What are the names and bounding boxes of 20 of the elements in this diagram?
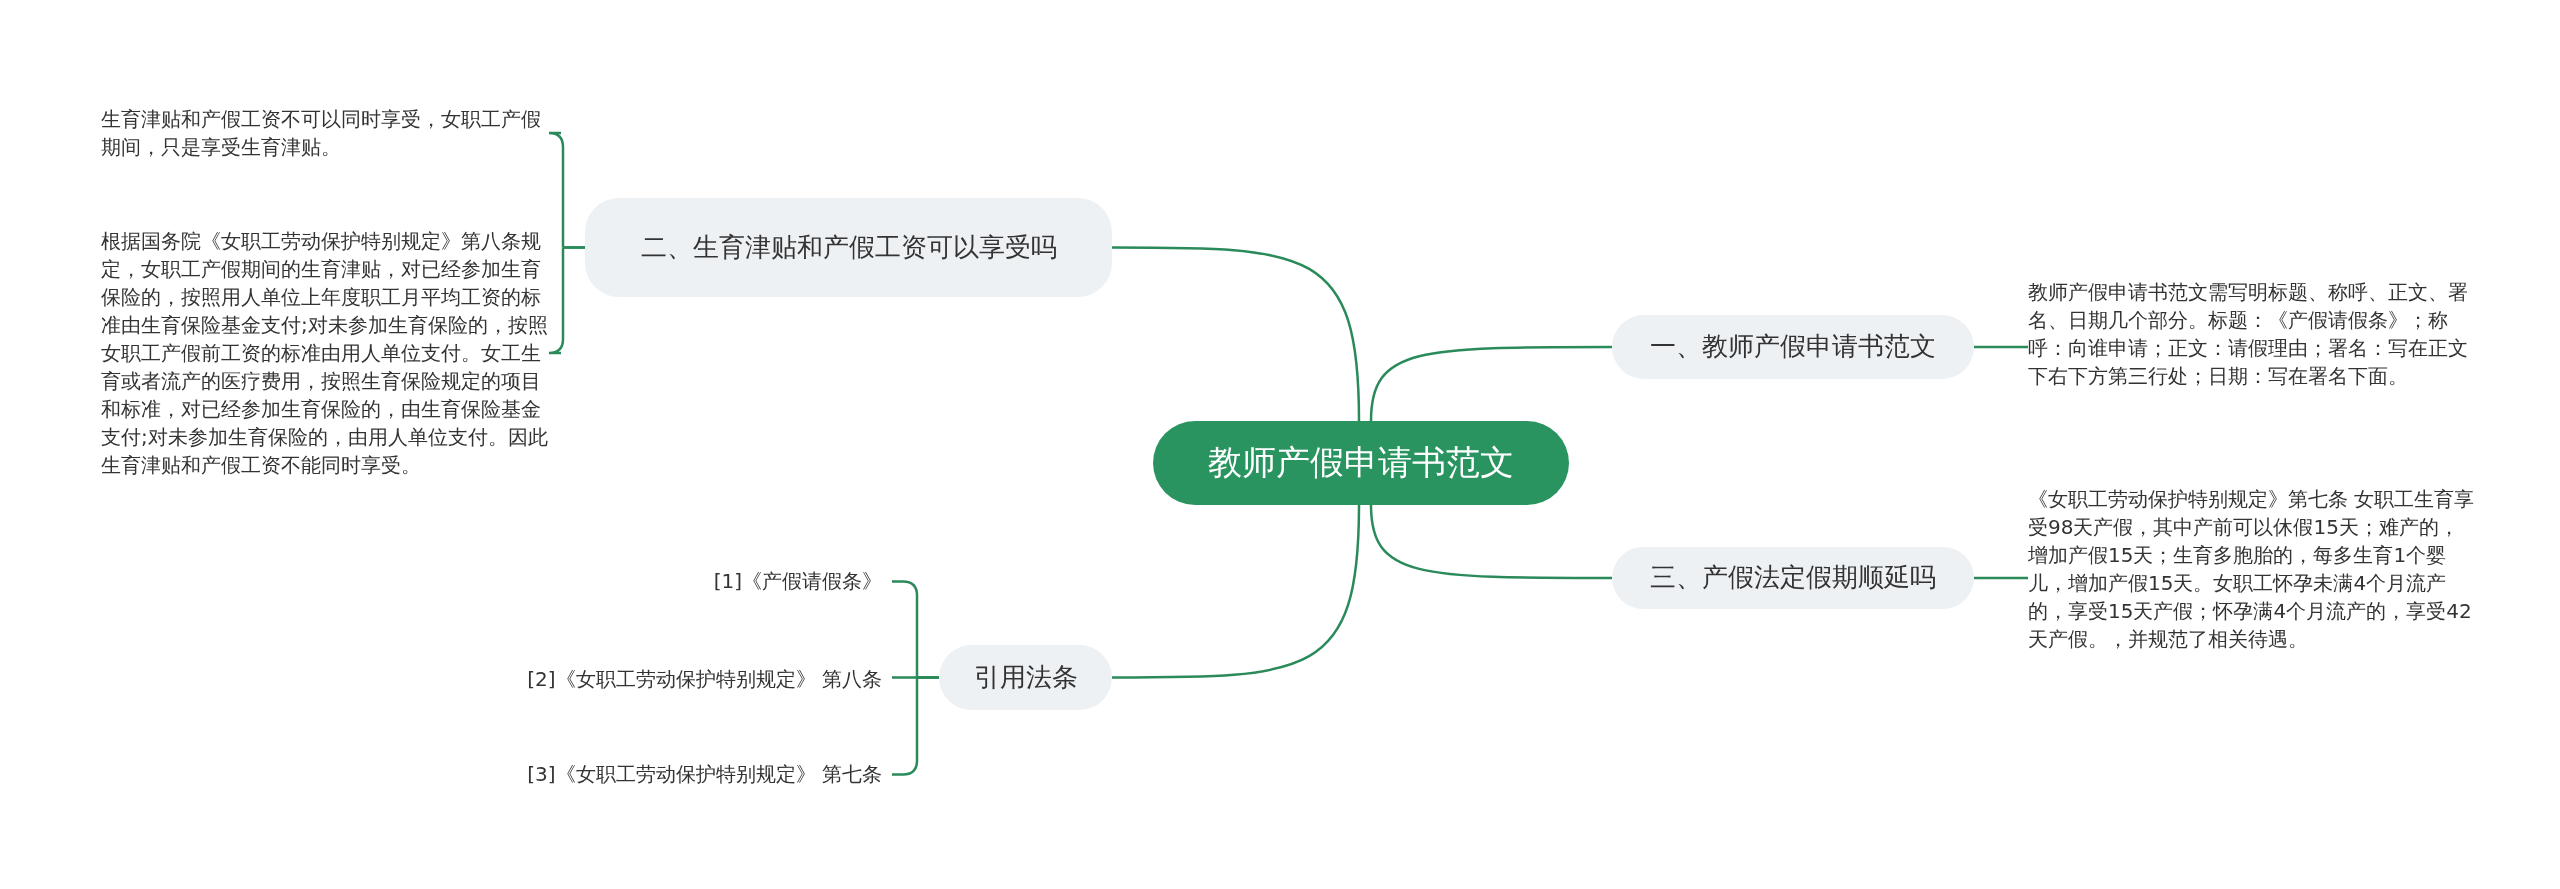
connector xyxy=(1112,246,1361,422)
detail-text: 生育津贴和产假工资不可以同时享受，女职工产假期间，只是享受生育津贴。 xyxy=(101,105,551,161)
connector xyxy=(1369,345,1612,422)
connector xyxy=(1974,345,2028,349)
connector xyxy=(1369,504,1612,580)
detail-text: 教师产假申请书范文需写明标题、称呼、正文、署名、日期几个部分。标题：《产假请假条》；称呼：向谁申请；正文：请假理由；署名：写在正文下右下方第三行处；日期：写在署名下面。 xyxy=(2028,278,2478,390)
connector xyxy=(1112,504,1361,679)
topic-box: 三、产假法定假期顺延吗 xyxy=(1612,547,1974,609)
detail-text: 根据国务院《女职工劳动保护特别规定》第八条规定，女职工产假期间的生育津贴，对已经参加生育保险的，按照用人单位上年度职工月平均工资的标准由生育保险基金支付;对未参加生育保险的，按照女职工产假前工资的标准由用人单位支付。女工生育或者流产的医疗费用，按照生育保险规定的项目和标准，对已经参加生育保险的，由生育保险基金支付;对未参加生育保险的，由用人单位支付。因此生育津贴和产假工资不能同时享受。 xyxy=(101,227,551,479)
topic-box: 二、生育津贴和产假工资可以享受吗 xyxy=(585,198,1112,297)
detail-text: 《女职工劳动保护特别规定》第七条 女职工生育享受98天产假，其中产前可以休假15天；难产的，增加产假15天；生育多胞胎的，每多生育1个婴儿，增加产假15天。女职工怀孕未满4个月流产的，享受15天产假；怀孕满4个月流产的，享受42天产假。，并规范了相关待遇。 xyxy=(2028,485,2478,653)
topic-box: 引用法条 xyxy=(939,645,1112,710)
reference-text: [3]《女职工劳动保护特别规定》 第七条 xyxy=(527,761,882,788)
connector xyxy=(547,246,587,355)
reference-text: [2]《女职工劳动保护特别规定》 第八条 xyxy=(527,666,882,693)
reference-text: [1]《产假请假条》 xyxy=(713,568,882,595)
connector xyxy=(890,676,941,776)
topic-box: 一、教师产假申请书范文 xyxy=(1612,315,1974,379)
central-topic: 教师产假申请书范文 xyxy=(1153,421,1569,505)
connector xyxy=(1974,576,2028,580)
